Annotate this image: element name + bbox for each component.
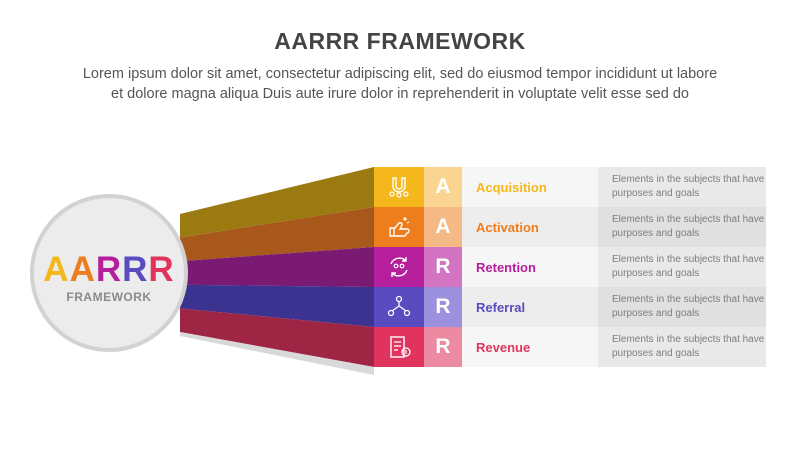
network-people-icon [387,295,411,317]
stage-row-referral: R Referral Elements in the subjects that… [374,287,766,327]
aarrr-circle: AARRR FRAMEWORK [30,194,188,352]
page-title: AARRR FRAMEWORK [274,28,526,54]
beam-segment [180,284,374,327]
stage-letter: R [424,247,462,287]
subtitle-line-1: Lorem ipsum dolor sit amet, consectetur … [82,66,718,82]
stage-label: Referral [462,287,598,327]
beam-shadow [180,332,374,375]
circle-letter: R [95,250,123,289]
circle-subtitle: FRAMEWORK [66,290,152,304]
stage-label: Activation [462,207,598,247]
stage-letter: A [424,207,462,247]
stage-description: Elements in the subjects that have purpo… [598,207,766,247]
stage-icon-box [374,207,424,247]
circle-letter: A [69,250,96,289]
beam-segment [180,247,374,287]
stage-letter: R [424,287,462,327]
stage-letter: R [424,327,462,367]
circle-letter: A [43,250,70,289]
stage-icon-box [374,287,424,327]
magnet-people-icon [389,177,409,198]
stage-icon-box [374,167,424,207]
stage-description: Elements in the subjects that have purpo… [598,287,766,327]
stage-row-retention: R Retention Elements in the subjects tha… [374,247,766,287]
beam-segment [180,207,374,262]
stage-label: Revenue [462,327,598,367]
stage-label: Retention [462,247,598,287]
page-subtitle: Lorem ipsum dolor sit amet, consectetur … [30,64,770,104]
circle-letter: R [148,250,175,289]
stage-description: Elements in the subjects that have purpo… [598,167,766,207]
beam-segment [180,308,374,367]
stage-icon-box [374,327,424,367]
stage-icon-box [374,247,424,287]
stage-row-acquisition: A Acquisition Elements in the subjects t… [374,167,766,207]
invoice-dollar-icon [390,336,411,358]
beam-segment [180,167,374,238]
cycle-people-icon [390,257,408,277]
stage-row-revenue: R Revenue Elements in the subjects that … [374,327,766,367]
stage-row-activation: A Activation Elements in the subjects th… [374,207,766,247]
stage-letter: A [424,167,462,207]
circle-title: AARRR [34,250,184,290]
stage-description: Elements in the subjects that have purpo… [598,327,766,367]
stage-label: Acquisition [462,167,598,207]
subtitle-line-2: et dolore magna aliqua Duis aute irure d… [111,86,689,102]
stage-description: Elements in the subjects that have purpo… [598,247,766,287]
hand-sparkle-icon [389,217,410,237]
circle-letter: R [122,250,149,289]
